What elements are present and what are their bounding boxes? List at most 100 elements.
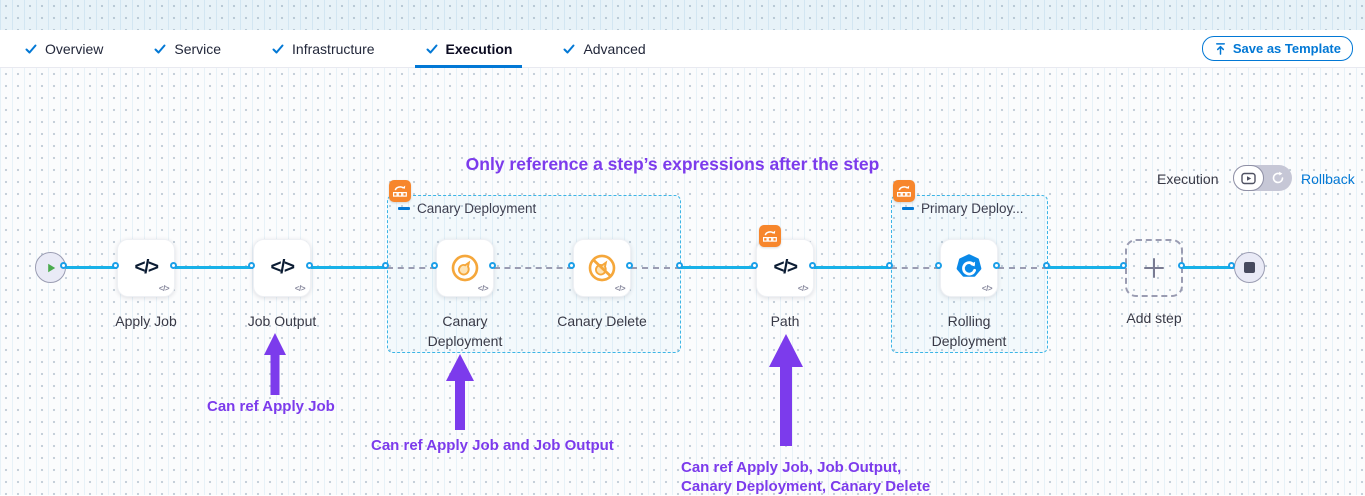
check-icon xyxy=(25,44,37,53)
step-label-rolling-deployment: Rolling Deployment xyxy=(931,313,1007,349)
execution-mode-label: Execution xyxy=(1157,171,1219,187)
tab-overview[interactable]: Overview xyxy=(14,30,113,67)
stop-icon xyxy=(1244,262,1255,273)
tab-label: Service xyxy=(174,40,222,57)
check-icon xyxy=(154,44,166,53)
connector-line xyxy=(814,266,891,269)
connector-port xyxy=(886,262,893,269)
step-card-canary-delete[interactable]: </> xyxy=(573,239,631,297)
code-mini-icon: </> xyxy=(158,284,170,293)
connector-line-dashed xyxy=(494,266,573,269)
connector-port xyxy=(1120,262,1127,269)
connector-port xyxy=(568,262,575,269)
step-label-apply-job: Apply Job xyxy=(115,313,177,329)
connector-port xyxy=(626,262,633,269)
pipeline-canvas[interactable]: Only reference a step’s expressions afte… xyxy=(0,68,1365,495)
pipeline-end-node xyxy=(1234,252,1265,283)
tab-advanced[interactable]: Advanced xyxy=(552,30,655,67)
canvas-top-band xyxy=(0,0,1365,30)
connector-port xyxy=(1043,262,1050,269)
code-mini-icon: </> xyxy=(294,284,306,293)
connector-line-dashed xyxy=(631,266,681,269)
tab-label: Infrastructure xyxy=(292,40,375,57)
group-label-primary: Primary Deploy... xyxy=(902,201,1024,216)
annotation-arrow-job-output xyxy=(263,333,287,395)
shell-script-icon: </> xyxy=(270,257,295,278)
step-group-canary-deployment[interactable] xyxy=(387,195,681,353)
step-label-canary-delete: Canary Delete xyxy=(557,313,647,329)
step-label-path: Path xyxy=(770,313,800,329)
looping-strategy-badge[interactable] xyxy=(893,180,915,202)
connector-port xyxy=(382,262,389,269)
add-step-label: Add step xyxy=(1126,310,1182,326)
connector-port xyxy=(1228,262,1235,269)
execution-toggle-button[interactable] xyxy=(1233,165,1264,191)
step-card-apply-job[interactable]: </> </> xyxy=(117,239,175,297)
rollback-icon xyxy=(1272,171,1284,184)
execution-rollback-toggle[interactable] xyxy=(1233,165,1292,191)
collapse-minus-icon[interactable] xyxy=(398,207,410,210)
step-card-path[interactable]: </> </> xyxy=(756,239,814,297)
connector-port xyxy=(112,262,119,269)
add-step-button[interactable] xyxy=(1125,239,1183,297)
annotation-arrow-canary-deployment xyxy=(445,354,475,430)
save-as-template-button[interactable]: Save as Template xyxy=(1201,36,1353,61)
step-card-job-output[interactable]: </> </> xyxy=(253,239,311,297)
stage-tab-bar: Overview Service Infrastructure Executio… xyxy=(0,30,1365,68)
step-label-canary-deployment: Canary Deployment xyxy=(427,313,503,349)
connector-line xyxy=(311,266,387,269)
tab-execution[interactable]: Execution xyxy=(414,30,523,68)
connector-port xyxy=(993,262,1000,269)
code-mini-icon: </> xyxy=(614,284,626,293)
tab-label: Advanced xyxy=(583,40,646,57)
connector-port xyxy=(809,262,816,269)
connector-port xyxy=(676,262,683,269)
code-mini-icon: </> xyxy=(797,284,809,293)
looping-strategy-icon xyxy=(393,185,407,197)
annotation-note-path: Can ref Apply Job, Job Output, Canary De… xyxy=(681,458,930,496)
check-icon xyxy=(426,44,438,53)
tab-label: Overview xyxy=(45,40,104,57)
connector-line xyxy=(65,266,117,269)
connector-port xyxy=(935,262,942,269)
check-icon xyxy=(563,44,575,53)
step-card-rolling-deployment[interactable]: </> xyxy=(940,239,998,297)
connector-line-dashed xyxy=(387,266,436,269)
connector-line xyxy=(175,266,253,269)
step-group-primary-deployment[interactable] xyxy=(891,195,1048,353)
play-icon xyxy=(47,263,55,272)
annotation-note-canary: Can ref Apply Job and Job Output xyxy=(371,437,614,454)
annotation-note-path-line1: Can ref Apply Job, Job Output, xyxy=(681,459,902,476)
code-mini-icon: </> xyxy=(981,284,993,293)
looping-strategy-icon xyxy=(763,230,777,242)
code-mini-icon: </> xyxy=(477,284,489,293)
collapse-minus-icon[interactable] xyxy=(902,207,914,210)
connector-port xyxy=(431,262,438,269)
connector-port xyxy=(60,262,67,269)
annotation-arrow-path xyxy=(768,334,804,446)
connector-line xyxy=(1048,266,1125,269)
looping-strategy-badge[interactable] xyxy=(389,180,411,202)
connector-port xyxy=(489,262,496,269)
rollback-toggle-button[interactable] xyxy=(1264,165,1292,191)
tab-service[interactable]: Service xyxy=(143,30,231,67)
tab-infrastructure[interactable]: Infrastructure xyxy=(261,30,384,67)
tab-label: Execution xyxy=(445,40,513,57)
group-label-canary: Canary Deployment xyxy=(398,201,536,216)
connector-port xyxy=(170,262,177,269)
connector-port xyxy=(1178,262,1185,269)
rolling-deployment-icon xyxy=(956,254,982,277)
canary-delete-icon xyxy=(588,254,616,282)
step-card-canary-deployment[interactable]: </> xyxy=(436,239,494,297)
step-label-job-output: Job Output xyxy=(247,313,317,329)
connector-port xyxy=(751,262,758,269)
looping-strategy-icon xyxy=(897,185,911,197)
upload-icon xyxy=(1215,43,1225,55)
rollback-link[interactable]: Rollback xyxy=(1301,171,1355,187)
connector-line-dashed xyxy=(998,266,1048,269)
canary-icon xyxy=(451,254,479,282)
looping-strategy-badge[interactable] xyxy=(759,225,781,247)
connector-line xyxy=(1183,266,1235,269)
shell-script-icon: </> xyxy=(134,257,159,278)
